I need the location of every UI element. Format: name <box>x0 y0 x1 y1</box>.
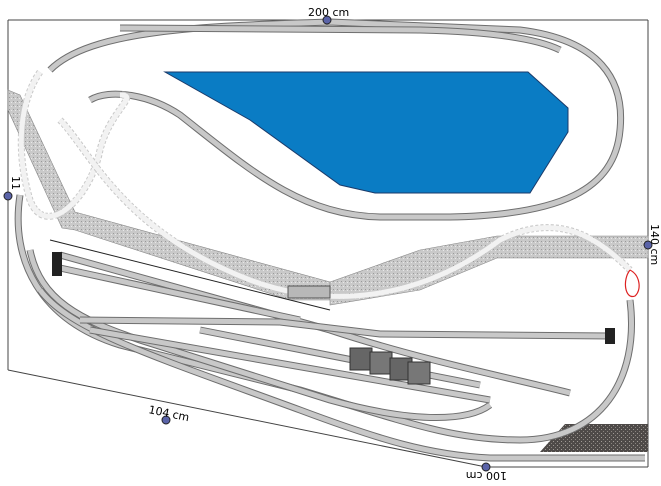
platform[interactable] <box>287 285 331 299</box>
dimension-label-right: 140 cm <box>648 224 661 265</box>
dimension-label-bottom: 100 cm <box>466 469 507 482</box>
track-upper-oval[interactable] <box>47 18 625 221</box>
dimension-marker-right[interactable] <box>643 240 653 250</box>
track-hidden-grade[interactable] <box>17 69 633 300</box>
dimension-marker-left[interactable] <box>3 191 13 201</box>
dimension-marker-slant[interactable] <box>161 415 171 425</box>
embankment-left[interactable] <box>7 89 331 301</box>
buffer-stop-left[interactable] <box>52 252 62 276</box>
dimension-label-top: 200 cm <box>308 6 349 19</box>
track-yard[interactable] <box>14 194 645 462</box>
dimension-marker-top[interactable] <box>322 15 332 25</box>
dimension-marker-bottom[interactable] <box>481 462 491 472</box>
station-building[interactable] <box>349 347 431 385</box>
lake[interactable] <box>163 71 569 194</box>
dimension-label-left: 11 <box>9 176 22 190</box>
buffer-stop-right[interactable] <box>605 328 615 344</box>
uncoupler-right[interactable] <box>624 269 640 298</box>
